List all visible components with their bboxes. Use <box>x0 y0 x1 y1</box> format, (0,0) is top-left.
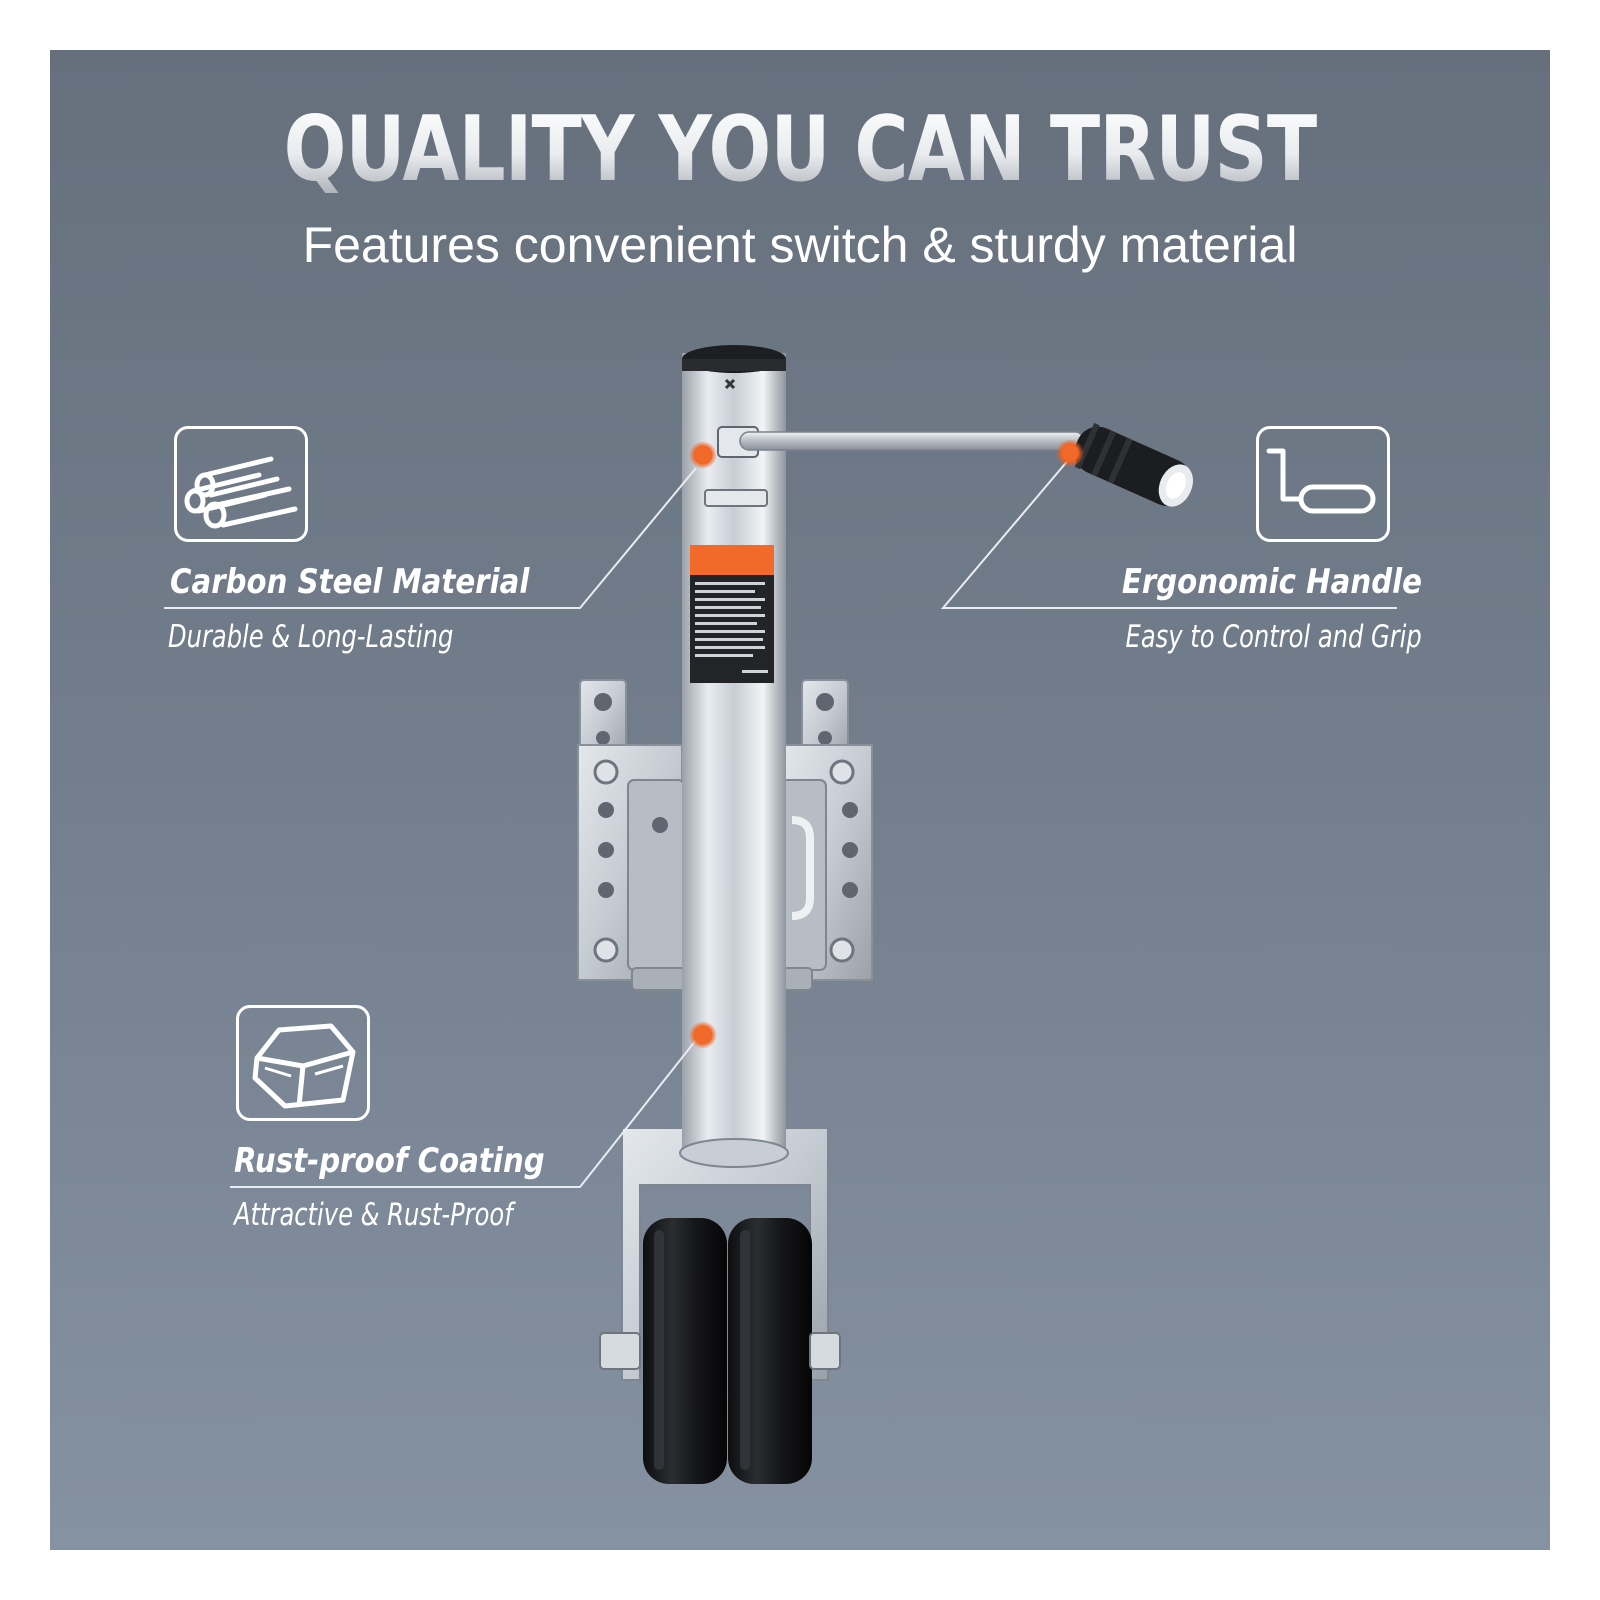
mounting-bracket-right <box>631 679 873 991</box>
crank-handle-icon <box>1266 448 1376 514</box>
product-banner: QUALITY YOU CAN TRUST Features convenien… <box>50 50 1550 1550</box>
steel-pipes-icon <box>184 456 298 529</box>
crank-handle <box>717 422 1193 507</box>
coated-block-icon <box>252 1023 356 1109</box>
dual-wheels <box>599 1218 841 1484</box>
wheel-yoke <box>621 1127 829 1381</box>
feature-icon-box-ergonomic-handle <box>1256 426 1390 542</box>
feature-subtitle-ergonomic-handle: Easy to Control and Grip <box>1125 619 1422 655</box>
highlight-dots <box>689 439 1084 1049</box>
callout-lines <box>164 457 1397 1188</box>
feature-title-carbon-steel: Carbon Steel Material <box>170 562 530 602</box>
mounting-bracket-left <box>577 679 685 981</box>
feature-icon-box-rust-proof <box>236 1005 370 1121</box>
trailer-jack-illustration <box>164 345 1397 1484</box>
feature-title-ergonomic-handle: Ergonomic Handle <box>1121 562 1422 602</box>
subheadline: Features convenient switch & sturdy mate… <box>302 217 1298 273</box>
feature-title-rust-proof: Rust-proof Coating <box>234 1141 545 1181</box>
headline: QUALITY YOU CAN TRUST <box>185 100 1415 199</box>
feature-icon-box-carbon-steel <box>174 426 308 542</box>
feature-subtitle-carbon-steel: Durable & Long-Lasting <box>168 619 454 655</box>
feature-subtitle-rust-proof: Attractive & Rust-Proof <box>234 1197 513 1233</box>
jack-tube <box>679 345 789 1168</box>
